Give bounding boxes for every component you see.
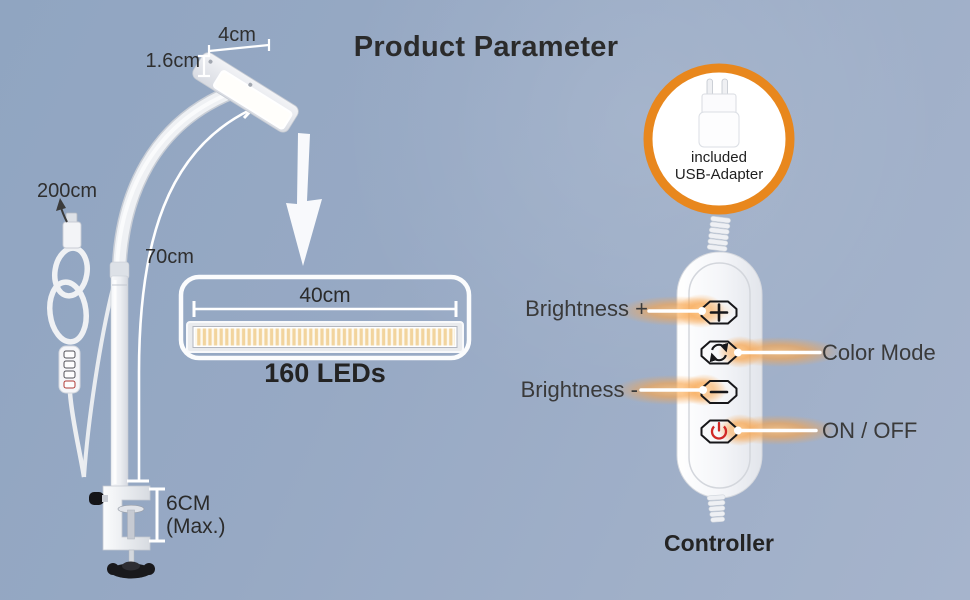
brightness-minus-label: Brightness -: [520, 377, 638, 402]
cable-length-label: 200cm: [37, 180, 98, 202]
down-arrow-icon: [286, 133, 322, 266]
power-icon: [710, 421, 728, 440]
usb-adapter-caption: included USB-Adapter: [654, 149, 784, 183]
usb-adapter-icon: [698, 78, 740, 148]
page-title: Product Parameter: [353, 31, 619, 63]
clamp-side-knob: [89, 492, 104, 505]
usb-adapter-caption-line2: USB-Adapter: [674, 166, 764, 183]
usb-cable: [47, 198, 115, 478]
lamp-pole: [109, 261, 130, 488]
leader-lines: [639, 307, 822, 435]
clamp-max-line2: (Max.): [166, 515, 226, 538]
power-button: [700, 419, 738, 444]
usb-adapter-badge: [643, 63, 795, 215]
lamp-arm: [111, 81, 248, 284]
led-width-dimension: [192, 301, 458, 317]
clamp: [89, 485, 165, 579]
head-thickness-label: 1.6cm: [145, 50, 200, 72]
clamp-max-dimension: [149, 487, 165, 543]
head-thickness-dimension: [198, 54, 210, 78]
clamp-max-line1: 6CM: [166, 492, 211, 515]
controller-cable-bottom: [706, 494, 726, 523]
brightness-plus-label: Brightness +: [525, 296, 648, 321]
clamp-screw-knob: [107, 561, 155, 579]
controller-body: [676, 251, 763, 499]
color-cycle-icon: [709, 342, 729, 363]
plus-icon: [709, 303, 729, 322]
controller-cable-top: [706, 215, 731, 252]
usb-adapter-caption-line1: included: [691, 149, 747, 166]
led-width-label: 40cm: [299, 284, 351, 307]
lamp-head: [192, 52, 299, 133]
led-strip: [186, 321, 464, 353]
inline-controller: [58, 345, 81, 394]
color-mode-label: Color Mode: [822, 340, 936, 365]
head-width-label: 4cm: [218, 24, 256, 46]
on-off-label: ON / OFF: [822, 418, 918, 443]
usb-connector-icon: [62, 212, 82, 249]
cable-length-arrow-icon: [56, 198, 68, 223]
clamp-max-label: 6CM (Max.): [166, 492, 226, 538]
pole-height-label: 70cm: [145, 246, 194, 268]
brightness-minus-button: [700, 380, 738, 404]
controller-caption: Controller: [664, 530, 774, 556]
color-mode-button: [700, 340, 738, 365]
led-panel-box: [178, 274, 472, 361]
led-count-label: 160 LEDs: [264, 358, 386, 388]
brightness-plus-button: [700, 300, 738, 325]
